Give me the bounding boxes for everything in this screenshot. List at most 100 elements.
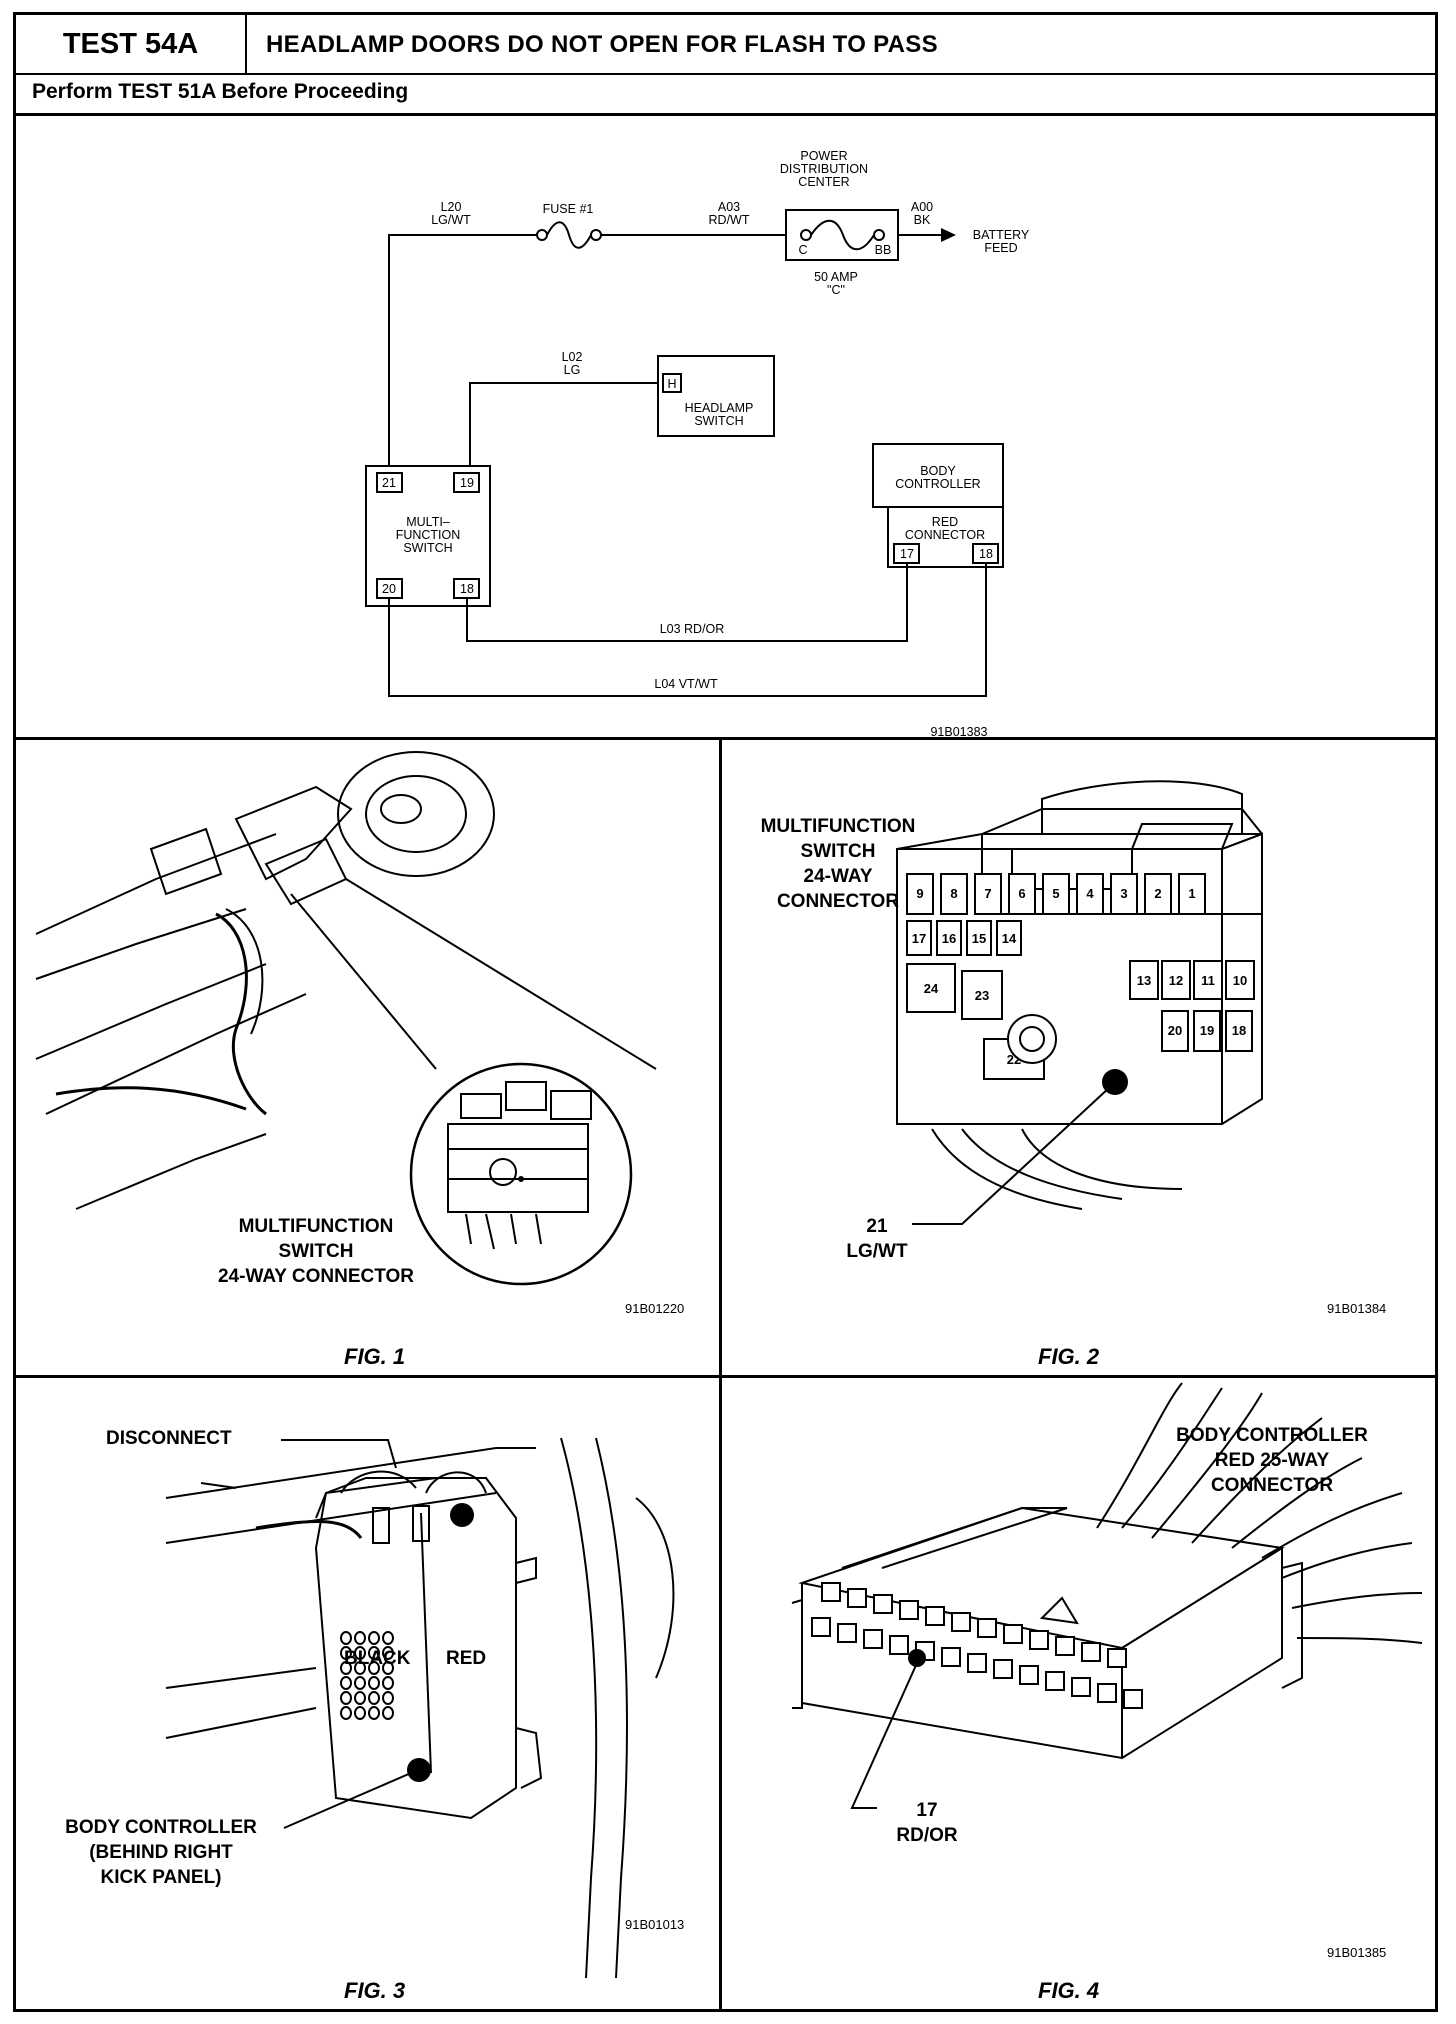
fig3-body-controller-line-2: (BEHIND RIGHT <box>89 1842 233 1863</box>
mfs-label-1: MULTI– <box>406 515 450 529</box>
fig4-cavity <box>847 1588 867 1608</box>
pdc-pin-c: C <box>798 243 807 257</box>
fig4-cavity <box>1045 1671 1065 1691</box>
test-sheet: TEST 54A HEADLAMP DOORS DO NOT OPEN FOR … <box>13 12 1438 2012</box>
fig4-cavity <box>993 1659 1013 1679</box>
fig2-pin-label: 7 <box>984 886 991 901</box>
vent-hole <box>382 1676 394 1690</box>
fig2-ref-code: 91B01384 <box>1327 1301 1387 1316</box>
red-connector-label-2: CONNECTOR <box>905 528 985 542</box>
fig2-title-line-4: CONNECTOR <box>776 891 900 912</box>
fig2-cavity <box>906 920 932 956</box>
a00-label-2: BK <box>914 213 931 227</box>
pdc-label-3: CENTER <box>798 175 849 189</box>
pdc-label-2: DISTRIBUTION <box>780 162 868 176</box>
fig2-caption: FIG. 2 <box>1038 1344 1100 1369</box>
fig2-cavity <box>1042 873 1070 915</box>
a03-label-2: RD/WT <box>709 213 750 227</box>
fig2-pin-label: 16 <box>942 931 956 946</box>
vent-hole <box>340 1706 352 1720</box>
prerequisite-text: Perform TEST 51A Before Proceeding <box>32 80 409 103</box>
vent-hole <box>340 1646 352 1660</box>
fig2-cavity <box>1129 960 1159 1000</box>
fig2-pin-label: 13 <box>1137 973 1151 988</box>
fuse-label: FUSE #1 <box>543 202 594 216</box>
fig2-pin-label: 18 <box>1232 1023 1246 1038</box>
l02-label-1: L02 <box>562 350 583 364</box>
fig4-title-line-3: CONNECTOR <box>1210 1475 1334 1496</box>
fig2-cavity <box>1110 873 1138 915</box>
fig4-title: BODY CONTROLLER RED 25-WAY CONNECTOR <box>1147 1423 1397 1498</box>
l20-label-2: LG/WT <box>431 213 471 227</box>
fig3-caption: FIG. 3 <box>344 1978 406 2003</box>
figure-row-divider <box>16 1375 1435 1378</box>
fig2-title-line-3: 24-WAY <box>803 866 873 887</box>
vent-hole <box>354 1706 366 1720</box>
fig4-cavity <box>925 1606 945 1626</box>
fig2-title-line-1: MULTIFUNCTION <box>760 816 916 837</box>
fig4-cavity <box>1003 1624 1023 1644</box>
fig2-title: MULTIFUNCTION SWITCH 24-WAY CONNECTOR <box>738 814 938 914</box>
fig4-cavity <box>967 1653 987 1673</box>
fig2-cavity <box>1225 960 1255 1000</box>
fig4-callout-line-2: RD/OR <box>896 1825 958 1846</box>
fig1-callout-line-2: SWITCH <box>278 1241 354 1262</box>
pdc-rating-1: 50 AMP <box>814 270 858 284</box>
body-controller-location-illustration <box>165 1437 675 1979</box>
body-controller-label-1: BODY <box>920 464 956 478</box>
fig2-pin-label: 2 <box>1154 886 1161 901</box>
mfs-pin-19: 19 <box>460 476 474 490</box>
fig2-pin-label: 8 <box>950 886 957 901</box>
prerequisite-row: Perform TEST 51A Before Proceeding <box>16 73 1435 116</box>
fig4-cavity <box>1029 1630 1049 1650</box>
fig3-body-controller-line-3: KICK PANEL) <box>100 1867 222 1888</box>
fig4-cavity <box>873 1594 893 1614</box>
fig3-red-label: RED <box>446 1648 487 1669</box>
fig4-cavity <box>1081 1642 1101 1662</box>
fig2-pin-label: 20 <box>1168 1023 1182 1038</box>
fig4-cavity <box>811 1617 831 1637</box>
mfs-pin-18: 18 <box>460 582 474 596</box>
fig2-cavity <box>1225 1010 1253 1052</box>
vent-hole <box>354 1691 366 1705</box>
vent-hole <box>382 1661 394 1675</box>
battery-feed-1: BATTERY <box>973 228 1030 242</box>
fig2-pin-label: 9 <box>916 886 923 901</box>
vent-hole <box>354 1646 366 1660</box>
fig2-cavity <box>996 920 1022 956</box>
fig2-callout-line-1: 21 <box>866 1216 888 1237</box>
fig4-cavity <box>1107 1648 1127 1668</box>
fig4-cavity <box>1097 1683 1117 1703</box>
fig2-cavity <box>1178 873 1206 915</box>
mfs-pin-20: 20 <box>382 582 396 596</box>
fig1-caption: FIG. 1 <box>344 1344 406 1369</box>
fig2-cavity <box>936 920 962 956</box>
fig1-callout: MULTIFUNCTION SWITCH 24-WAY CONNECTOR <box>186 1214 446 1289</box>
vent-hole <box>382 1691 394 1705</box>
fig2-pin-label: 4 <box>1086 886 1094 901</box>
pdc-pin-bb: BB <box>875 243 892 257</box>
fig2-cavity <box>966 920 992 956</box>
fig2-cavity <box>1144 873 1172 915</box>
vent-hole <box>340 1661 352 1675</box>
vent-hole <box>382 1646 394 1660</box>
fig4-cavity <box>951 1612 971 1632</box>
fig2-pin-label: 24 <box>924 981 939 996</box>
a00-label-1: A00 <box>911 200 933 214</box>
test-id: TEST 54A <box>16 15 247 73</box>
fig2-cavity <box>1161 1010 1189 1052</box>
vent-hole <box>368 1706 380 1720</box>
fig2-callout-line-2: LG/WT <box>846 1241 908 1262</box>
l03-label: L03 RD/OR <box>660 622 725 636</box>
fig2-pin-label: 23 <box>975 988 989 1003</box>
fig4-pin-17-dot <box>908 1649 926 1667</box>
fig2-cavity <box>940 873 968 915</box>
mfs-label-3: SWITCH <box>403 541 452 555</box>
fig2-pin-label: 14 <box>1002 931 1017 946</box>
fig1-ref-code: 91B01220 <box>625 1301 685 1316</box>
vent-hole <box>354 1661 366 1675</box>
vent-hole <box>340 1631 352 1645</box>
vent-hole <box>382 1631 394 1645</box>
fig4-title-line-2: RED 25-WAY <box>1214 1450 1330 1471</box>
